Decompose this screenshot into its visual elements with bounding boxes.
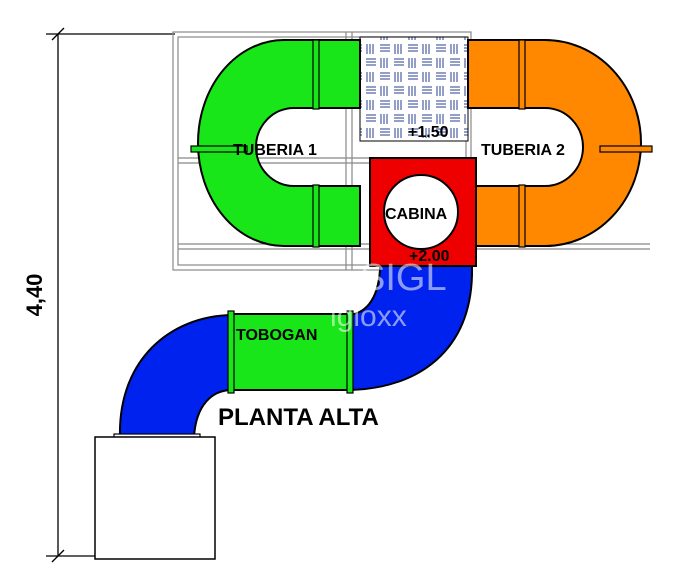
svg-text:igloxx: igloxx <box>330 300 407 333</box>
cabina-label: CABINA <box>385 206 448 223</box>
watermark: SIGL igloxx <box>330 257 447 333</box>
svg-text:SIGL: SIGL <box>360 257 447 299</box>
cabina-level-label: +2.00 <box>409 248 450 265</box>
tuberia-1-label: TUBERIA 1 <box>233 142 317 159</box>
platform-deck <box>359 36 469 142</box>
plan-title: PLANTA ALTA <box>218 404 379 431</box>
tobogan-flanges <box>227 310 354 394</box>
cabina-hatch <box>383 174 459 250</box>
base-box <box>94 436 216 560</box>
dimension-line <box>46 27 175 563</box>
tobogan-label: TOBOGAN <box>236 327 317 344</box>
tuberia-2-tube <box>467 39 642 247</box>
platform-level-label: +1.50 <box>408 124 449 141</box>
tuberia-1-flanges <box>190 39 320 248</box>
tuberia-2-flanges <box>518 39 653 248</box>
dimension-label: 4,40 <box>22 274 47 317</box>
tuberia-2-label: TUBERIA 2 <box>481 142 565 159</box>
